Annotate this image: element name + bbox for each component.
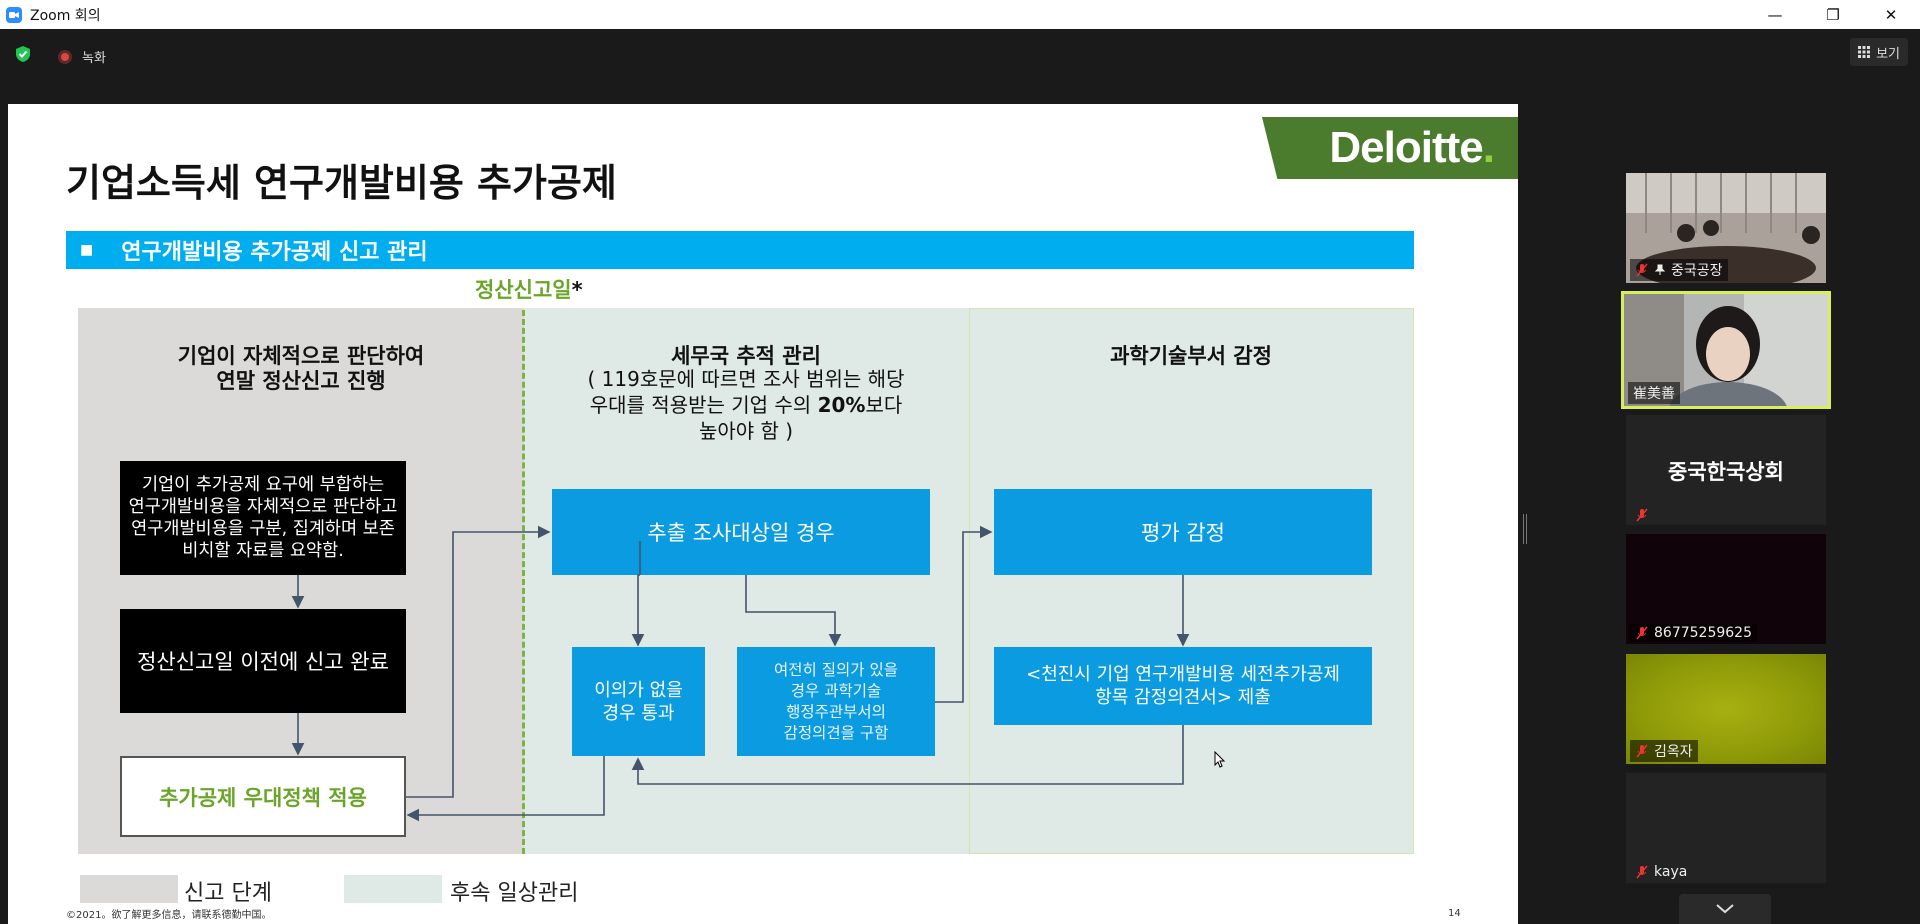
deloitte-logo: Deloitte.	[1262, 117, 1518, 179]
apply-preference-box: 추가공제 우대정책 적용	[120, 756, 406, 837]
legend-followup-label: 후속 일상관리	[450, 881, 579, 906]
mic-muted-icon	[1636, 508, 1648, 522]
participant-tile[interactable]: kaya	[1626, 773, 1826, 883]
shared-slide: Deloitte. 기업소득세 연구개발비용 추가공제 ■ 연구개발비용 추가공…	[8, 104, 1518, 924]
bullet-icon: ■	[80, 242, 94, 258]
participant-name-tag: 김옥자	[1630, 740, 1698, 762]
grid-view-icon	[1858, 46, 1871, 58]
settlement-divider	[522, 310, 525, 854]
mic-muted-icon	[1636, 626, 1648, 640]
split-resize-handle[interactable]	[1523, 514, 1527, 544]
summary-box: 기업이 추가공제 요구에 부합하는 연구개발비용을 자체적으로 판단하고 연구개…	[120, 461, 406, 575]
legend-report-label: 신고 단계	[184, 881, 272, 906]
minimize-button[interactable]: —	[1767, 5, 1783, 24]
legend-followup-swatch	[344, 875, 442, 903]
participant-tile[interactable]: 중국한국상회	[1626, 415, 1826, 525]
pin-icon	[1654, 264, 1666, 275]
participant-display-name: 중국한국상회	[1668, 460, 1784, 484]
mouse-cursor-icon	[1214, 751, 1226, 768]
zoom-app-icon	[6, 6, 22, 23]
recording-label: 녹화	[82, 51, 106, 66]
query-box: 여전히 질의가 있을 경우 과학기술 행정주관부서의 감정의견을 구함	[737, 647, 935, 756]
window-title: Zoom 회의	[30, 7, 101, 24]
close-button[interactable]: ✕	[1884, 5, 1898, 24]
recording-indicator[interactable]: 녹화	[58, 47, 106, 66]
page-number: 14	[1448, 908, 1461, 919]
active-speaker-tile[interactable]: 崔美善	[1621, 291, 1831, 409]
participant-name-tag: 86775259625	[1630, 624, 1757, 642]
legend-report-swatch	[80, 875, 178, 903]
slide-footer: ©2021。欲了解更多信息，请联系德勤中国。	[66, 910, 272, 921]
right-column-title: 과학기술부서 감정	[1110, 344, 1272, 368]
pass-box: 이의가 없을 경우 통과	[572, 647, 705, 756]
middle-column-subtitle: ( 119호문에 따르면 조사 범위는 해당 우대를 적용받는 기업 수의 20…	[587, 367, 905, 443]
participant-tile[interactable]: 86775259625	[1626, 534, 1826, 644]
flow-connectors	[291, 525, 1190, 822]
participant-name-tag	[1630, 507, 1654, 523]
meeting-top-bar: 녹화 보기	[0, 29, 1920, 77]
mic-muted-icon	[1636, 744, 1648, 758]
left-column-title: 기업이 자체적으로 판단하여 연말 정산신고 진행	[177, 344, 425, 393]
participant-name-tag: 중국공장	[1630, 259, 1728, 281]
sampled-box: 추출 조사대상일 경우	[552, 489, 930, 575]
security-shield-icon[interactable]	[14, 45, 32, 63]
settlement-date-label: 정산신고일*	[475, 278, 583, 302]
section-header-text: 연구개발비용 추가공제 신고 관리	[121, 240, 428, 265]
view-label: 보기	[1876, 46, 1900, 62]
report-complete-box: 정산신고일 이전에 신고 완료	[120, 609, 406, 713]
mic-muted-icon	[1636, 263, 1648, 277]
participant-name-tag: kaya	[1630, 863, 1692, 881]
chevron-down-icon	[1716, 904, 1734, 914]
mic-muted-icon	[1636, 865, 1648, 879]
participant-tile[interactable]: 김옥자	[1626, 654, 1826, 764]
participant-name-tag: 崔美善	[1628, 382, 1680, 404]
science-dept-panel	[969, 308, 1414, 854]
middle-column-title: 세무국 추적 관리	[671, 344, 821, 368]
slide-title: 기업소득세 연구개발비용 추가공제	[66, 161, 617, 205]
gallery-scroll-down-button[interactable]	[1679, 894, 1771, 924]
recording-dot-icon	[58, 49, 72, 64]
restore-button[interactable]: ❐	[1826, 5, 1840, 24]
view-button[interactable]: 보기	[1850, 38, 1908, 66]
evaluation-box: 평가 감정	[994, 489, 1372, 575]
submit-opinion-box: <천진시 기업 연구개발비용 세전추가공제 항목 감정의견서> 제출	[994, 647, 1372, 725]
section-header: ■ 연구개발비용 추가공제 신고 관리	[66, 231, 1414, 269]
window-titlebar: Zoom 회의 — ❐ ✕	[0, 0, 1920, 29]
participant-tile[interactable]: 중국공장	[1626, 173, 1826, 283]
